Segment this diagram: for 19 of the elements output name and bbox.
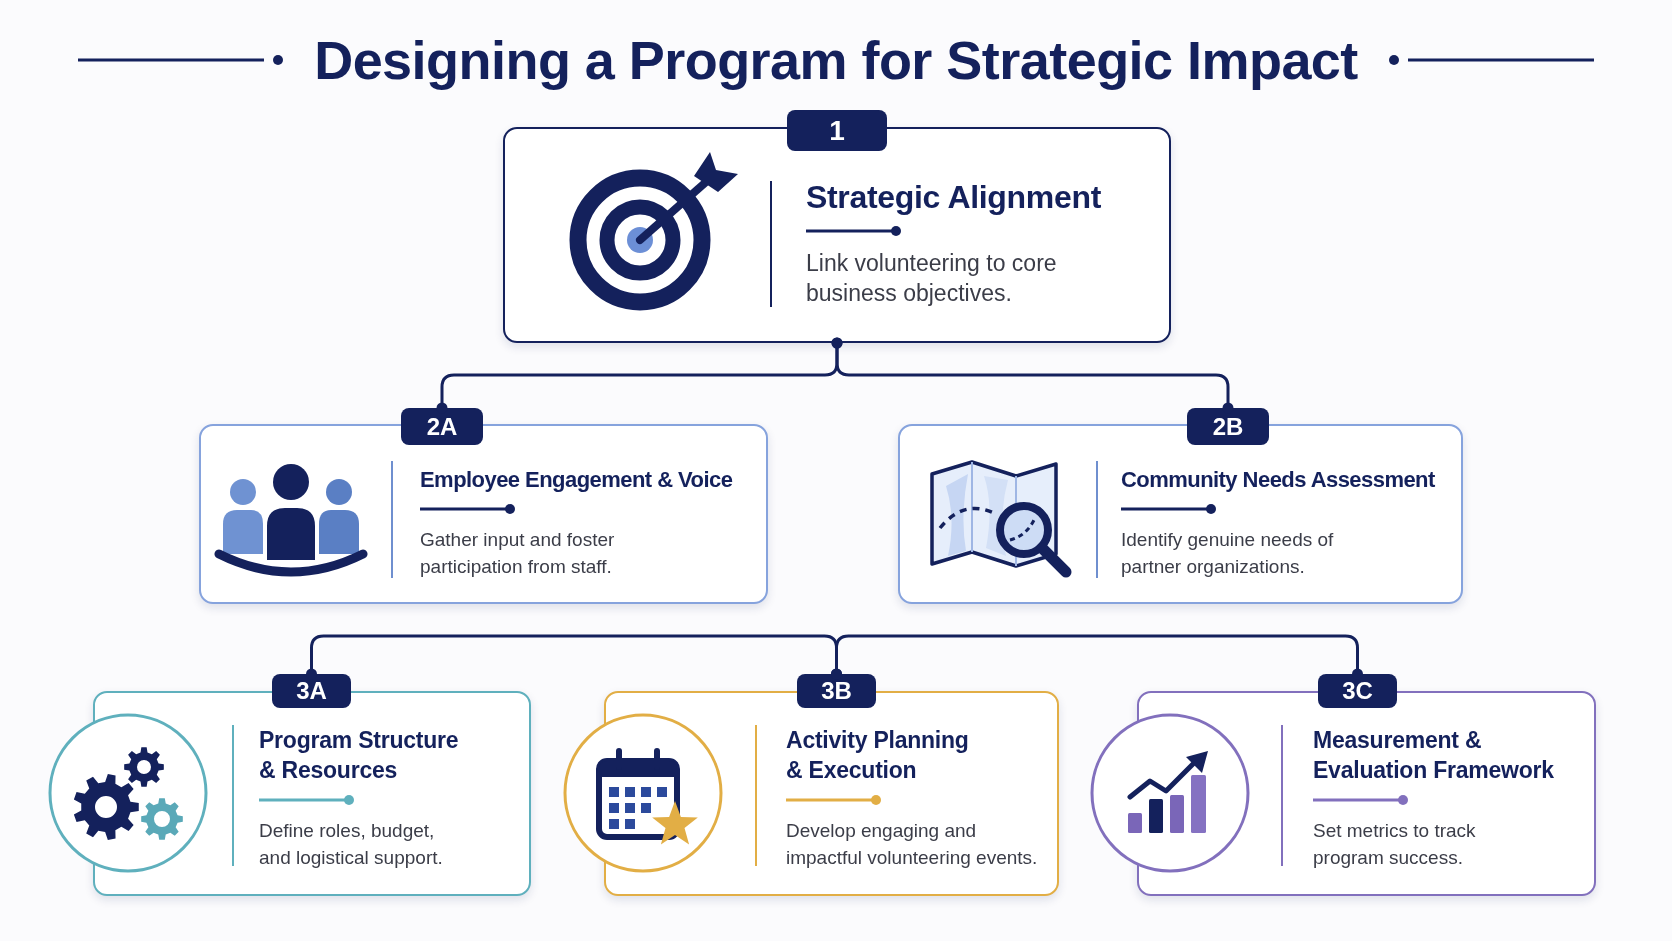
step-title: Strategic Alignment: [806, 178, 1101, 216]
step-badge: 3C: [1318, 674, 1397, 708]
step-badge: 1: [787, 110, 887, 151]
step-description: Set metrics to track program success.: [1313, 819, 1477, 870]
step-title: Activity Planning & Execution: [786, 726, 970, 785]
step-badge: 2A: [401, 408, 483, 445]
step-description: Develop engaging and impactful volunteering events.: [786, 819, 1039, 870]
step-title: Program Structure & Resources: [259, 726, 460, 785]
step-badge: 3B: [797, 674, 876, 708]
step-description: Link volunteering to core business objectives.: [806, 249, 1058, 308]
step-badge: 2B: [1187, 408, 1269, 445]
step-title: Community Needs Assessment: [1121, 466, 1435, 494]
step-title: Employee Engagement & Voice: [420, 466, 733, 494]
step-title: Measurement & Evaluation Framework: [1313, 726, 1555, 785]
page-title: Designing a Program for Strategic Impact: [314, 29, 1358, 92]
step-description: Gather input and foster participation from staff.: [420, 528, 616, 579]
step-description: Define roles, budget, and logistical support.: [259, 819, 444, 870]
step-badge: 3A: [272, 674, 351, 708]
step-description: Identify genuine needs of partner organizations.: [1121, 528, 1335, 579]
